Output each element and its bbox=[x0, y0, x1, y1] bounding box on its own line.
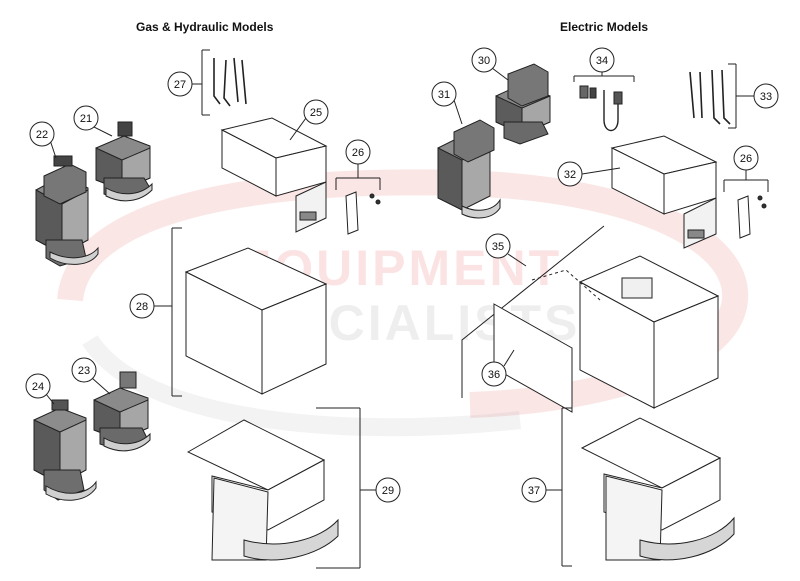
callout-30: 30 bbox=[471, 47, 509, 81]
gas-hydraulic-heading: Gas & Hydraulic Models bbox=[136, 20, 274, 34]
svg-text:36: 36 bbox=[488, 369, 500, 381]
callout-33: 33 bbox=[736, 83, 779, 109]
svg-text:29: 29 bbox=[382, 485, 394, 497]
svg-text:25: 25 bbox=[310, 107, 322, 119]
svg-text:37: 37 bbox=[528, 485, 540, 497]
callout-26-gas: 26 bbox=[345, 139, 371, 178]
svg-text:22: 22 bbox=[36, 129, 48, 141]
svg-text:24: 24 bbox=[32, 381, 44, 393]
svg-text:31: 31 bbox=[438, 89, 450, 101]
callout-24: 24 bbox=[25, 373, 55, 405]
svg-text:23: 23 bbox=[78, 365, 90, 377]
spreader-assembly-24 bbox=[33, 399, 97, 501]
side-panel-36 bbox=[493, 269, 601, 413]
strap-bracket-26-electric bbox=[723, 179, 769, 239]
frame-25 bbox=[220, 117, 328, 233]
chute-assembly-29 bbox=[186, 407, 361, 569]
spreader-assembly-21 bbox=[95, 121, 153, 202]
svg-text:30: 30 bbox=[478, 55, 490, 67]
spreader-assembly-30 bbox=[495, 63, 551, 145]
callout-35: 35 bbox=[485, 233, 527, 267]
callout-27: 27 bbox=[167, 71, 202, 97]
mounting-rods-33 bbox=[689, 63, 737, 129]
svg-text:34: 34 bbox=[596, 55, 608, 67]
spreader-assembly-23 bbox=[93, 371, 151, 452]
callout-26-electric: 26 bbox=[733, 145, 759, 180]
callout-23: 23 bbox=[71, 357, 111, 395]
mounting-rods-27 bbox=[201, 49, 247, 116]
spreader-assembly-22 bbox=[35, 155, 99, 267]
electric-heading: Electric Models bbox=[560, 20, 649, 34]
svg-text:26: 26 bbox=[740, 153, 752, 165]
svg-text:28: 28 bbox=[136, 301, 148, 313]
callout-34: 34 bbox=[589, 47, 615, 76]
spreader-assembly-31 bbox=[437, 119, 501, 219]
callout-31: 31 bbox=[431, 81, 463, 125]
svg-text:35: 35 bbox=[492, 241, 504, 253]
callout-22: 22 bbox=[29, 121, 57, 159]
callout-25: 25 bbox=[289, 99, 329, 141]
callout-21: 21 bbox=[73, 105, 113, 137]
callout-37: 37 bbox=[521, 477, 562, 503]
svg-text:32: 32 bbox=[564, 169, 576, 181]
wiring-harness-34 bbox=[573, 75, 635, 132]
hopper-box-28 bbox=[171, 227, 328, 397]
frame-32 bbox=[610, 135, 718, 249]
callout-36: 36 bbox=[481, 349, 515, 387]
chute-assembly-37 bbox=[561, 407, 735, 567]
svg-text:27: 27 bbox=[174, 79, 186, 91]
callout-29: 29 bbox=[360, 477, 401, 503]
hopper-box-35 bbox=[461, 225, 720, 409]
callout-28: 28 bbox=[129, 293, 172, 319]
callout-32: 32 bbox=[557, 161, 621, 187]
svg-text:21: 21 bbox=[80, 113, 92, 125]
strap-bracket-26-gas bbox=[335, 177, 381, 235]
svg-text:26: 26 bbox=[352, 147, 364, 159]
svg-text:33: 33 bbox=[760, 91, 772, 103]
